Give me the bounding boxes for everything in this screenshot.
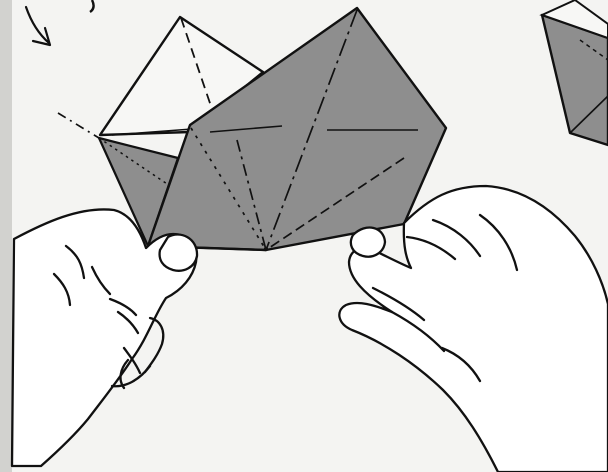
page-edge-shadow: [0, 0, 12, 472]
step-mark-fragment: [90, 0, 94, 12]
right-corner-fragment: [542, 0, 608, 145]
left-hand: [12, 209, 197, 466]
curved-arrow-icon: [26, 7, 50, 45]
